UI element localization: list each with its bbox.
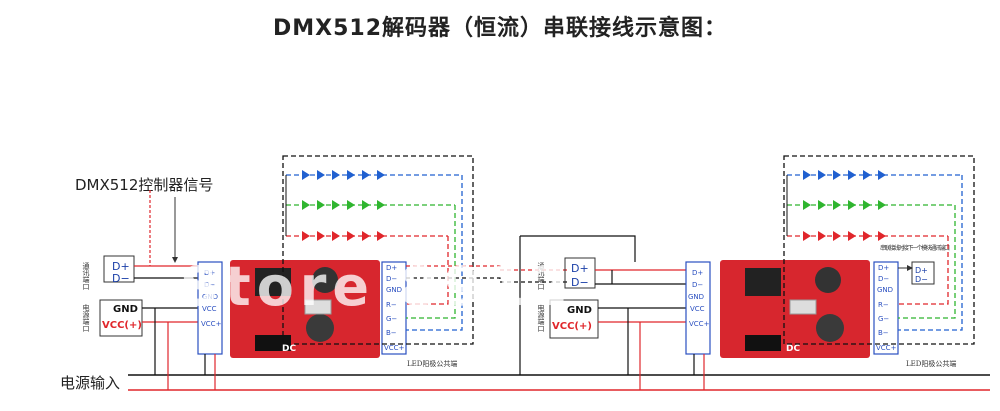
- svg-text:VCC: VCC: [202, 305, 217, 313]
- vcc-label: VCC(+): [102, 320, 142, 331]
- svg-text:VCC(+): VCC(+): [552, 321, 592, 332]
- svg-text:GND: GND: [877, 286, 893, 294]
- controller-label: DMX512控制器信号: [75, 176, 213, 194]
- svg-text:D−: D−: [915, 275, 928, 284]
- svg-text:D−: D−: [878, 275, 889, 283]
- decoder-1-right-terminal: [381, 261, 407, 355]
- svg-text:VCC+: VCC+: [689, 320, 710, 328]
- svg-text:电源端口: 电源端口: [537, 303, 545, 332]
- svg-text:B−: B−: [878, 329, 889, 337]
- decoder-1-left-terminal: [197, 261, 223, 355]
- comm-port-label: 通讯端口: [82, 261, 90, 290]
- svg-text:D−: D−: [571, 276, 589, 289]
- right-input-block: D+ D− GND VCC(+) 通讯端口 电源端口: [537, 257, 599, 339]
- decoder-2: D+ D− GND VCC VCC+ DC D+ D− GND R− G− B−…: [685, 260, 956, 368]
- decoder-1-chip: [255, 268, 291, 296]
- d-minus-label: D−: [112, 272, 130, 285]
- svg-text:D+: D+: [878, 264, 889, 272]
- gnd-label: GND: [113, 304, 138, 315]
- d-plus-label: D+: [112, 260, 130, 273]
- svg-text:B−: B−: [386, 329, 397, 337]
- svg-text:DC: DC: [786, 344, 800, 354]
- svg-text:R−: R−: [878, 301, 889, 309]
- svg-text:GND: GND: [688, 293, 704, 301]
- svg-text:G−: G−: [386, 315, 397, 323]
- power-port-label: 电源端口: [82, 303, 90, 332]
- svg-text:VCC+: VCC+: [384, 344, 405, 352]
- power-input-label: 电源输入: [60, 374, 120, 392]
- svg-text:DC: DC: [282, 344, 296, 354]
- led-common-label-2: LED阳极公共端: [906, 359, 956, 368]
- svg-text:G−: G−: [878, 315, 889, 323]
- led-strip-1: [282, 155, 474, 345]
- svg-text:D−: D−: [692, 281, 703, 289]
- svg-text:VCC+: VCC+: [201, 320, 222, 328]
- svg-text:VCC: VCC: [690, 305, 705, 313]
- svg-text:D+: D+: [386, 264, 397, 272]
- watermark: Store 8912: [180, 255, 574, 318]
- next-module-port: D+ D−: [898, 261, 935, 285]
- svg-text:VCC+: VCC+: [876, 344, 897, 352]
- svg-text:GND: GND: [202, 293, 218, 301]
- svg-text:GND: GND: [386, 286, 402, 294]
- series-note: 串联接线时接下一个模块通讯端口: [880, 244, 950, 252]
- svg-text:R−: R−: [386, 301, 397, 309]
- svg-text:通讯端口: 通讯端口: [537, 261, 545, 290]
- decoder-2-right-terminal: [873, 261, 899, 355]
- decoder-2-left-terminal: [685, 261, 711, 355]
- svg-text:D+: D+: [204, 269, 215, 277]
- diagram-title: DMX512解码器（恒流）串联接线示意图：: [272, 16, 728, 41]
- svg-text:D−: D−: [386, 275, 397, 283]
- series-link: [406, 235, 636, 375]
- led-strip-2: [783, 155, 975, 345]
- svg-text:D+: D+: [915, 266, 928, 275]
- svg-text:GND: GND: [567, 305, 592, 316]
- svg-text:D+: D+: [692, 269, 703, 277]
- left-input-block: D+ D− GND VCC(+) 通讯端口 电源端口: [82, 255, 143, 337]
- svg-text:D+: D+: [571, 262, 589, 275]
- svg-text:D−: D−: [204, 281, 215, 289]
- decoder-1: D+ D− GND VCC VCC+ DC D+ D− GND R− G− B−…: [197, 260, 457, 368]
- led-common-label-1: LED阳极公共端: [407, 359, 457, 368]
